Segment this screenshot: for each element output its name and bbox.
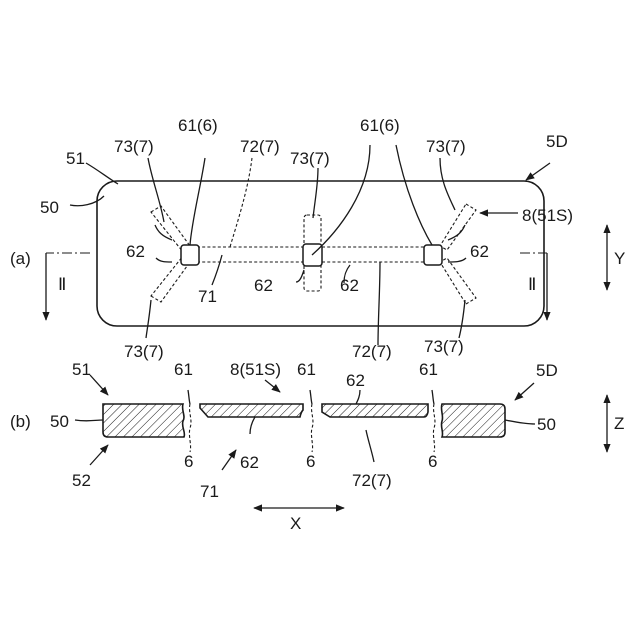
label-72-b: 72(7): [352, 342, 392, 361]
block-left: [103, 404, 184, 437]
label-71-b: 71: [200, 482, 219, 501]
label-51-b: 51: [72, 360, 91, 379]
label-62-b1: 62: [346, 371, 365, 390]
label-62-r: 62: [470, 242, 489, 261]
label-72-b: 72(7): [352, 471, 392, 490]
label-73-tm: 73(7): [290, 149, 330, 168]
label-6-b3: 6: [428, 452, 437, 471]
label-5D-a: 5D: [546, 132, 568, 151]
view-b: (b) 51 50 52 61 8(51S) 61 62 61 5D 50 6 …: [10, 360, 624, 533]
view-a: (a) 51 50 5D 73(7) 61(6) 72(7) 73(7) 61(…: [10, 116, 625, 361]
label-73-br: 73(7): [424, 337, 464, 356]
pad-61-left: [181, 245, 199, 265]
label-62-m1: 62: [254, 276, 273, 295]
label-61-b2: 61: [297, 360, 316, 379]
plate-mid-right: [322, 404, 428, 417]
label-8-a: 8(51S): [522, 206, 573, 225]
label-50-br: 50: [537, 415, 556, 434]
label-61-b1: 61: [174, 360, 193, 379]
label-73-bl: 73(7): [124, 342, 164, 361]
axis-x-label: X: [290, 514, 301, 533]
label-73-tl: 73(7): [114, 137, 154, 156]
block-right: [441, 404, 505, 437]
label-6-b1: 6: [184, 452, 193, 471]
axis-z-label: Z: [614, 414, 624, 433]
label-73-tr: 73(7): [426, 137, 466, 156]
label-71-a: 71: [198, 287, 217, 306]
label-61-l: 61(6): [178, 116, 218, 135]
label-61-r: 61(6): [360, 116, 400, 135]
axis-y-label: Y: [614, 249, 625, 268]
plate-mid-left: [200, 404, 303, 417]
label-51-a: 51: [66, 149, 85, 168]
label-50-a: 50: [40, 198, 59, 217]
label-72-t: 72(7): [240, 137, 280, 156]
label-6-b2: 6: [306, 452, 315, 471]
label-62-b2: 62: [240, 453, 259, 472]
pad-61-right: [424, 245, 442, 265]
label-62-m2: 62: [340, 276, 359, 295]
label-52-b: 52: [72, 471, 91, 490]
section-II-left: Ⅱ: [58, 275, 66, 294]
label-50-bl: 50: [50, 412, 69, 431]
panel-b-label: (b): [10, 412, 31, 431]
label-62-l: 62: [126, 242, 145, 261]
section-II-right: Ⅱ: [528, 275, 536, 294]
label-5D-b: 5D: [536, 361, 558, 380]
panel-a-label: (a): [10, 249, 31, 268]
label-8-b: 8(51S): [230, 360, 281, 379]
label-61-b3: 61: [419, 360, 438, 379]
